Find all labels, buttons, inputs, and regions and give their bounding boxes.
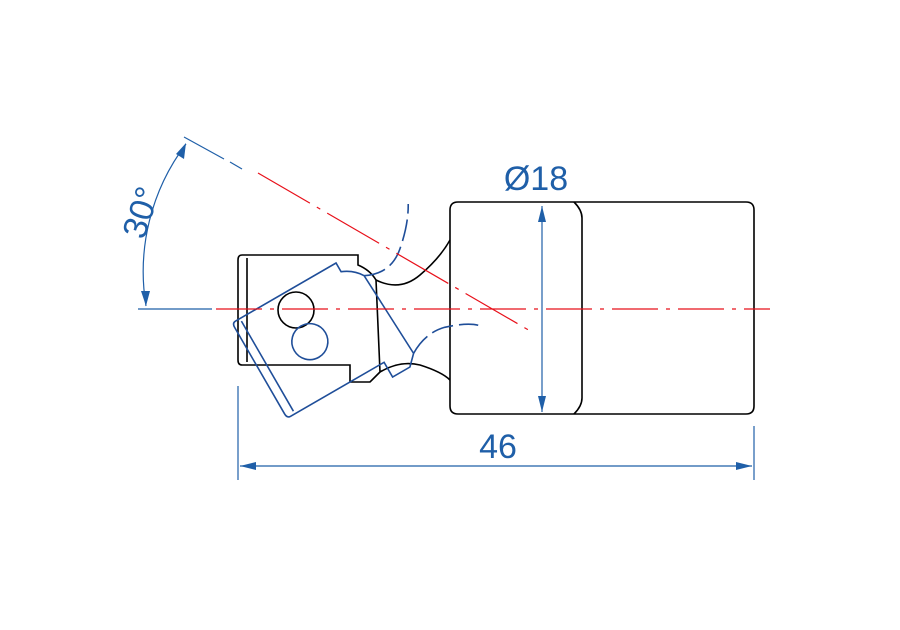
angle-arrow-top xyxy=(176,143,186,159)
angle-arc xyxy=(142,143,187,307)
swung-drive-face-line xyxy=(240,320,295,412)
joint-neck-lower xyxy=(379,362,451,381)
swung-drive xyxy=(232,204,479,418)
square-drive xyxy=(237,239,451,383)
square-drive-outline xyxy=(237,254,381,383)
angled-centerline xyxy=(257,172,533,333)
length-arrow-right xyxy=(736,462,752,470)
swung-neck-lower xyxy=(412,323,479,354)
length-arrow-left xyxy=(240,462,256,470)
length-label: 46 xyxy=(479,428,517,466)
diameter-arrow-top xyxy=(538,206,546,222)
socket-cylinder-outline xyxy=(449,201,755,415)
diameter-label: Ø18 xyxy=(504,160,568,198)
socket-step-line xyxy=(573,201,583,415)
socket-body xyxy=(449,201,755,415)
diameter-arrow-bottom xyxy=(538,396,546,412)
swung-neck-upper xyxy=(364,204,410,277)
swung-drive-pin-hole xyxy=(291,322,329,361)
square-drive-pin-hole xyxy=(277,291,315,329)
angle-label: 30° xyxy=(116,182,168,243)
angle-arrow-bottom xyxy=(141,291,150,306)
angle-ext-inclined xyxy=(183,136,225,160)
dimension-lines xyxy=(138,136,755,480)
joint-neck-upper xyxy=(375,239,451,286)
centerlines xyxy=(216,172,770,333)
swung-drive-outline xyxy=(232,261,415,418)
dimension-arrowheads xyxy=(141,143,752,470)
angle-ext-inclined-dash xyxy=(229,161,243,170)
